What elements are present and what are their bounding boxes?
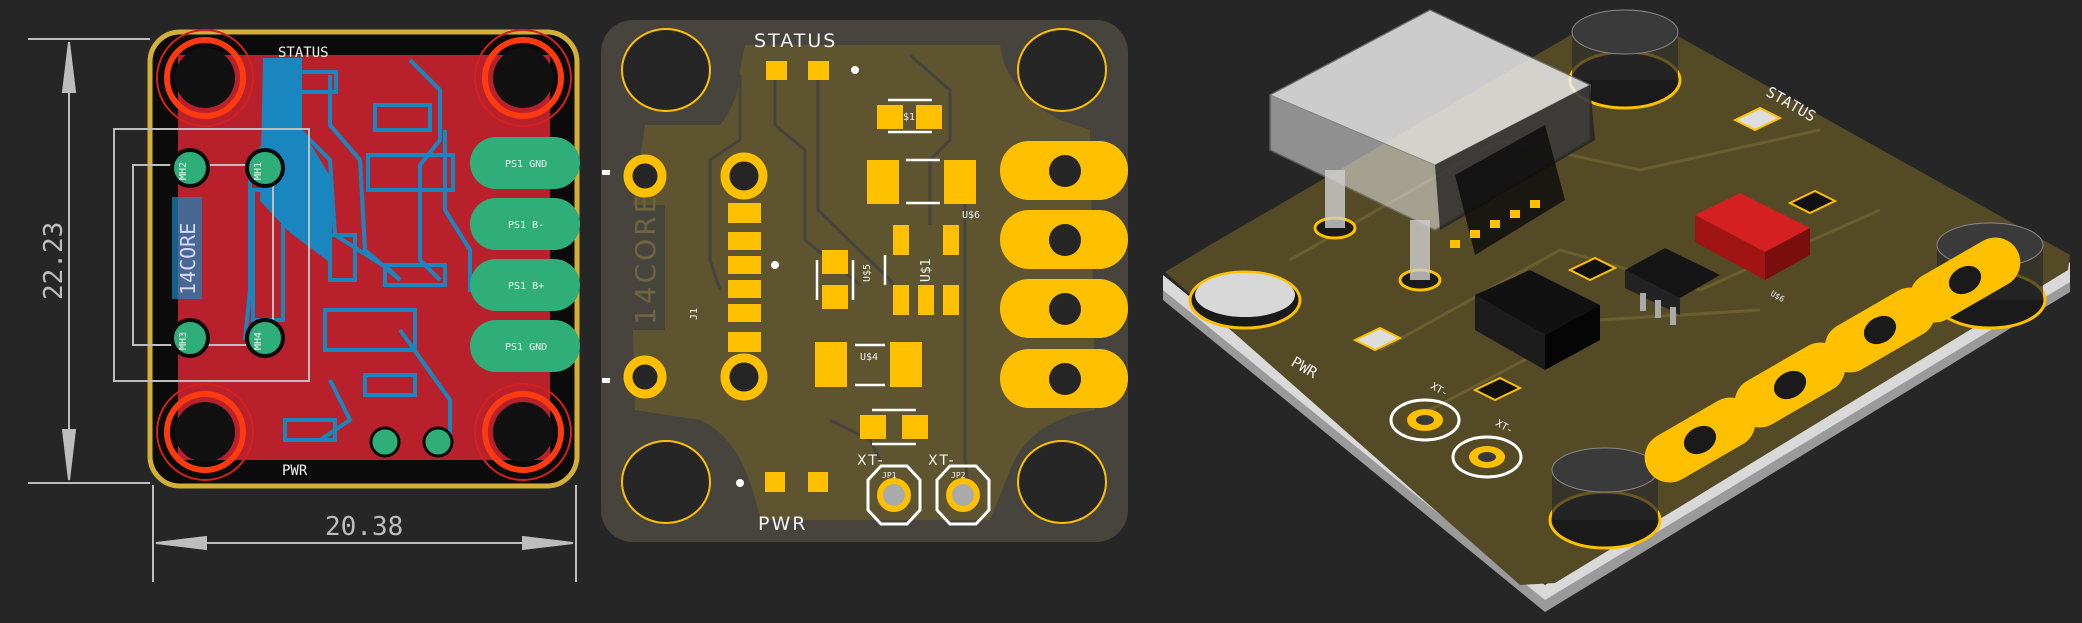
ic-black-3d	[1475, 270, 1600, 370]
small-smd-3d	[1352, 106, 1838, 402]
dimension-height-label: 22.23	[39, 222, 69, 300]
brand-2d: 14CORE	[629, 193, 662, 325]
xt-minus-2-label: XT-	[928, 453, 956, 469]
render3d-view: XT- XT- U$6 STATUS PWR	[1163, 9, 2070, 612]
pin1-dot-pwr	[736, 479, 744, 487]
battery-pads	[470, 137, 580, 372]
dimension-height	[28, 38, 150, 484]
notch-mark-bottom	[602, 378, 610, 383]
bottom-traces	[243, 58, 520, 450]
ref-us4: U$4	[860, 352, 878, 363]
jp-pads	[369, 426, 454, 458]
mh4-label: MH4	[253, 332, 264, 350]
mh1-label: MH1	[253, 162, 264, 180]
board-edge-3d	[1163, 262, 2070, 605]
silk-outlines-2d	[815, 98, 940, 446]
jumper-pads-3d	[1389, 398, 1523, 479]
battery-pads-3d	[1644, 237, 2021, 483]
red-component-3d	[1695, 193, 1810, 280]
layout-pwr-label: PWR	[282, 463, 308, 479]
render2d-view: 14CORE J1 STATUS $1 U$6 U$5 U$1 U$4	[601, 20, 1128, 542]
pwr-label-2d: PWR	[758, 513, 807, 535]
xt-minus-1-label: XT-	[857, 453, 885, 469]
mh-pads	[170, 148, 285, 358]
status-label-2d: STATUS	[754, 30, 837, 52]
ref-us5: U$5	[862, 264, 873, 282]
brand-label: 14CORE	[176, 223, 200, 295]
ps1-bplus-label: PS1 B+	[508, 281, 544, 292]
dimension-width-label: 20.38	[325, 512, 403, 542]
mh3-label: MH3	[178, 332, 189, 350]
mounting-holes-2d	[621, 28, 1107, 524]
board-edge-dark-3d	[1163, 282, 2070, 612]
usb-outline	[113, 128, 310, 382]
ic-sot-3d	[1625, 248, 1720, 325]
ref-us6: U$6	[962, 210, 980, 221]
dimension-width	[152, 485, 577, 582]
ps1-gnd2-label: PS1 GND	[505, 342, 547, 353]
usb-tht-pads	[623, 152, 768, 401]
ref-j1: J1	[689, 308, 700, 320]
usb-smd-pads	[728, 203, 761, 352]
pin1-dot-status	[851, 66, 859, 74]
mounting-holes	[156, 29, 572, 481]
jp1-label: JP1	[882, 471, 897, 480]
pin1-dot-j1	[771, 261, 779, 269]
battery-pad-holes-2d	[1049, 155, 1081, 395]
brand-silk-box	[172, 197, 202, 299]
mh2-label: MH2	[178, 162, 189, 180]
ps1-gnd-label: PS1 GND	[505, 159, 547, 170]
ref-us1: U$1	[919, 259, 934, 282]
jumper-pads-2d	[866, 464, 991, 526]
notch-mark-top	[602, 170, 610, 175]
smd-components-2d	[765, 61, 976, 492]
layout-status-label: STATUS	[278, 45, 329, 61]
ref-s1: $1	[903, 112, 915, 123]
usb-connector-3d	[1268, 9, 1595, 292]
layout-view: 22.23 20.38	[28, 29, 580, 582]
jp2-label: JP2	[951, 471, 966, 480]
ps1-bminus-label: PS1 B-	[508, 220, 544, 231]
